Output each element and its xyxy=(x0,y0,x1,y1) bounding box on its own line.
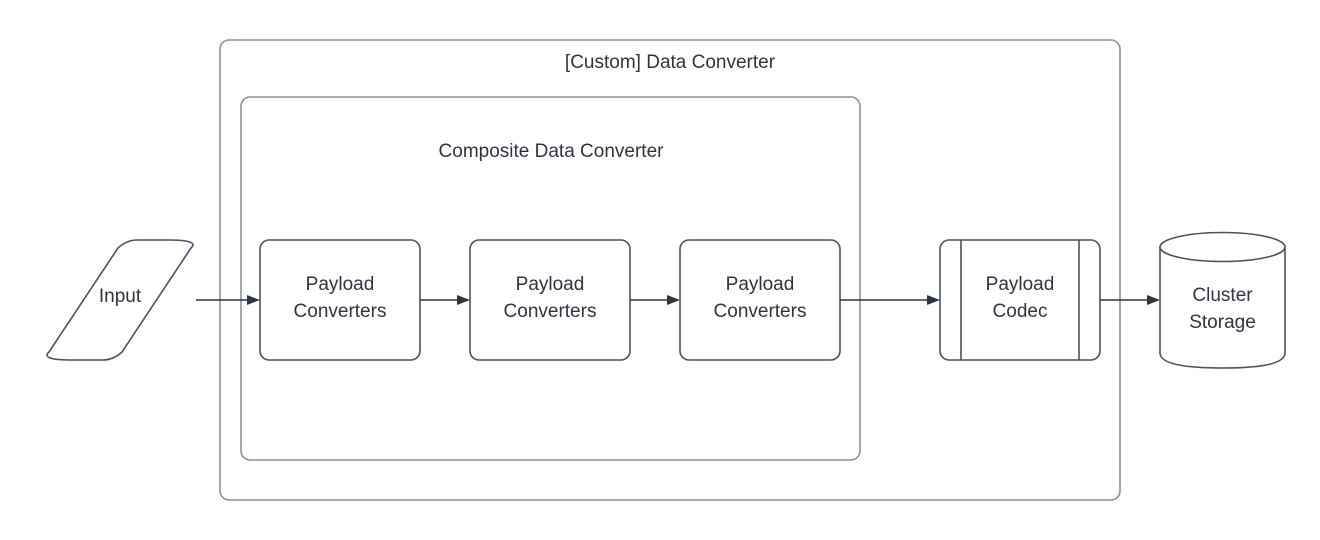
node-payload-converters-3-label-line2: Converters xyxy=(714,301,807,322)
node-payload-converters-1-label-line2: Converters xyxy=(294,301,387,322)
node-payload-codec-label-line1: Payload xyxy=(986,274,1055,295)
node-payload-converters-3-label-line1: Payload xyxy=(726,274,795,295)
edge-input-to-pc1 xyxy=(196,295,260,305)
container-composite-data-converter-label: Composite Data Converter xyxy=(439,141,665,162)
edge-pc2-to-pc3 xyxy=(630,295,680,305)
node-payload-converters-2-label-line1: Payload xyxy=(516,274,585,295)
container-composite-data-converter[interactable] xyxy=(240,96,861,461)
node-cluster-storage-label-line1: Cluster xyxy=(1192,285,1253,306)
node-payload-converters-1-shape[interactable] xyxy=(259,239,421,361)
edge-codec-to-storage xyxy=(1100,295,1160,305)
node-cluster-storage-top-ellipse xyxy=(1159,231,1286,263)
edge-pc1-to-pc2 xyxy=(420,295,470,305)
node-payload-converters-3-shape[interactable] xyxy=(679,239,841,361)
node-payload-converters-1-label-line1: Payload xyxy=(306,274,375,295)
container-custom-data-converter-label: [Custom] Data Converter xyxy=(565,52,776,73)
container-custom-data-converter[interactable] xyxy=(219,39,1121,501)
node-input-label: Input xyxy=(99,286,142,307)
node-input-shape[interactable] xyxy=(46,239,194,361)
node-cluster-storage-body[interactable] xyxy=(1159,246,1286,369)
node-cluster-storage-label-line2: Storage xyxy=(1189,312,1256,333)
edge-pc3-to-codec xyxy=(840,295,940,305)
node-payload-codec-label-line2: Codec xyxy=(993,301,1048,322)
node-payload-converters-2-label-line2: Converters xyxy=(504,301,597,322)
node-payload-converters-2-shape[interactable] xyxy=(469,239,631,361)
node-payload-codec-shape[interactable] xyxy=(939,239,1101,361)
